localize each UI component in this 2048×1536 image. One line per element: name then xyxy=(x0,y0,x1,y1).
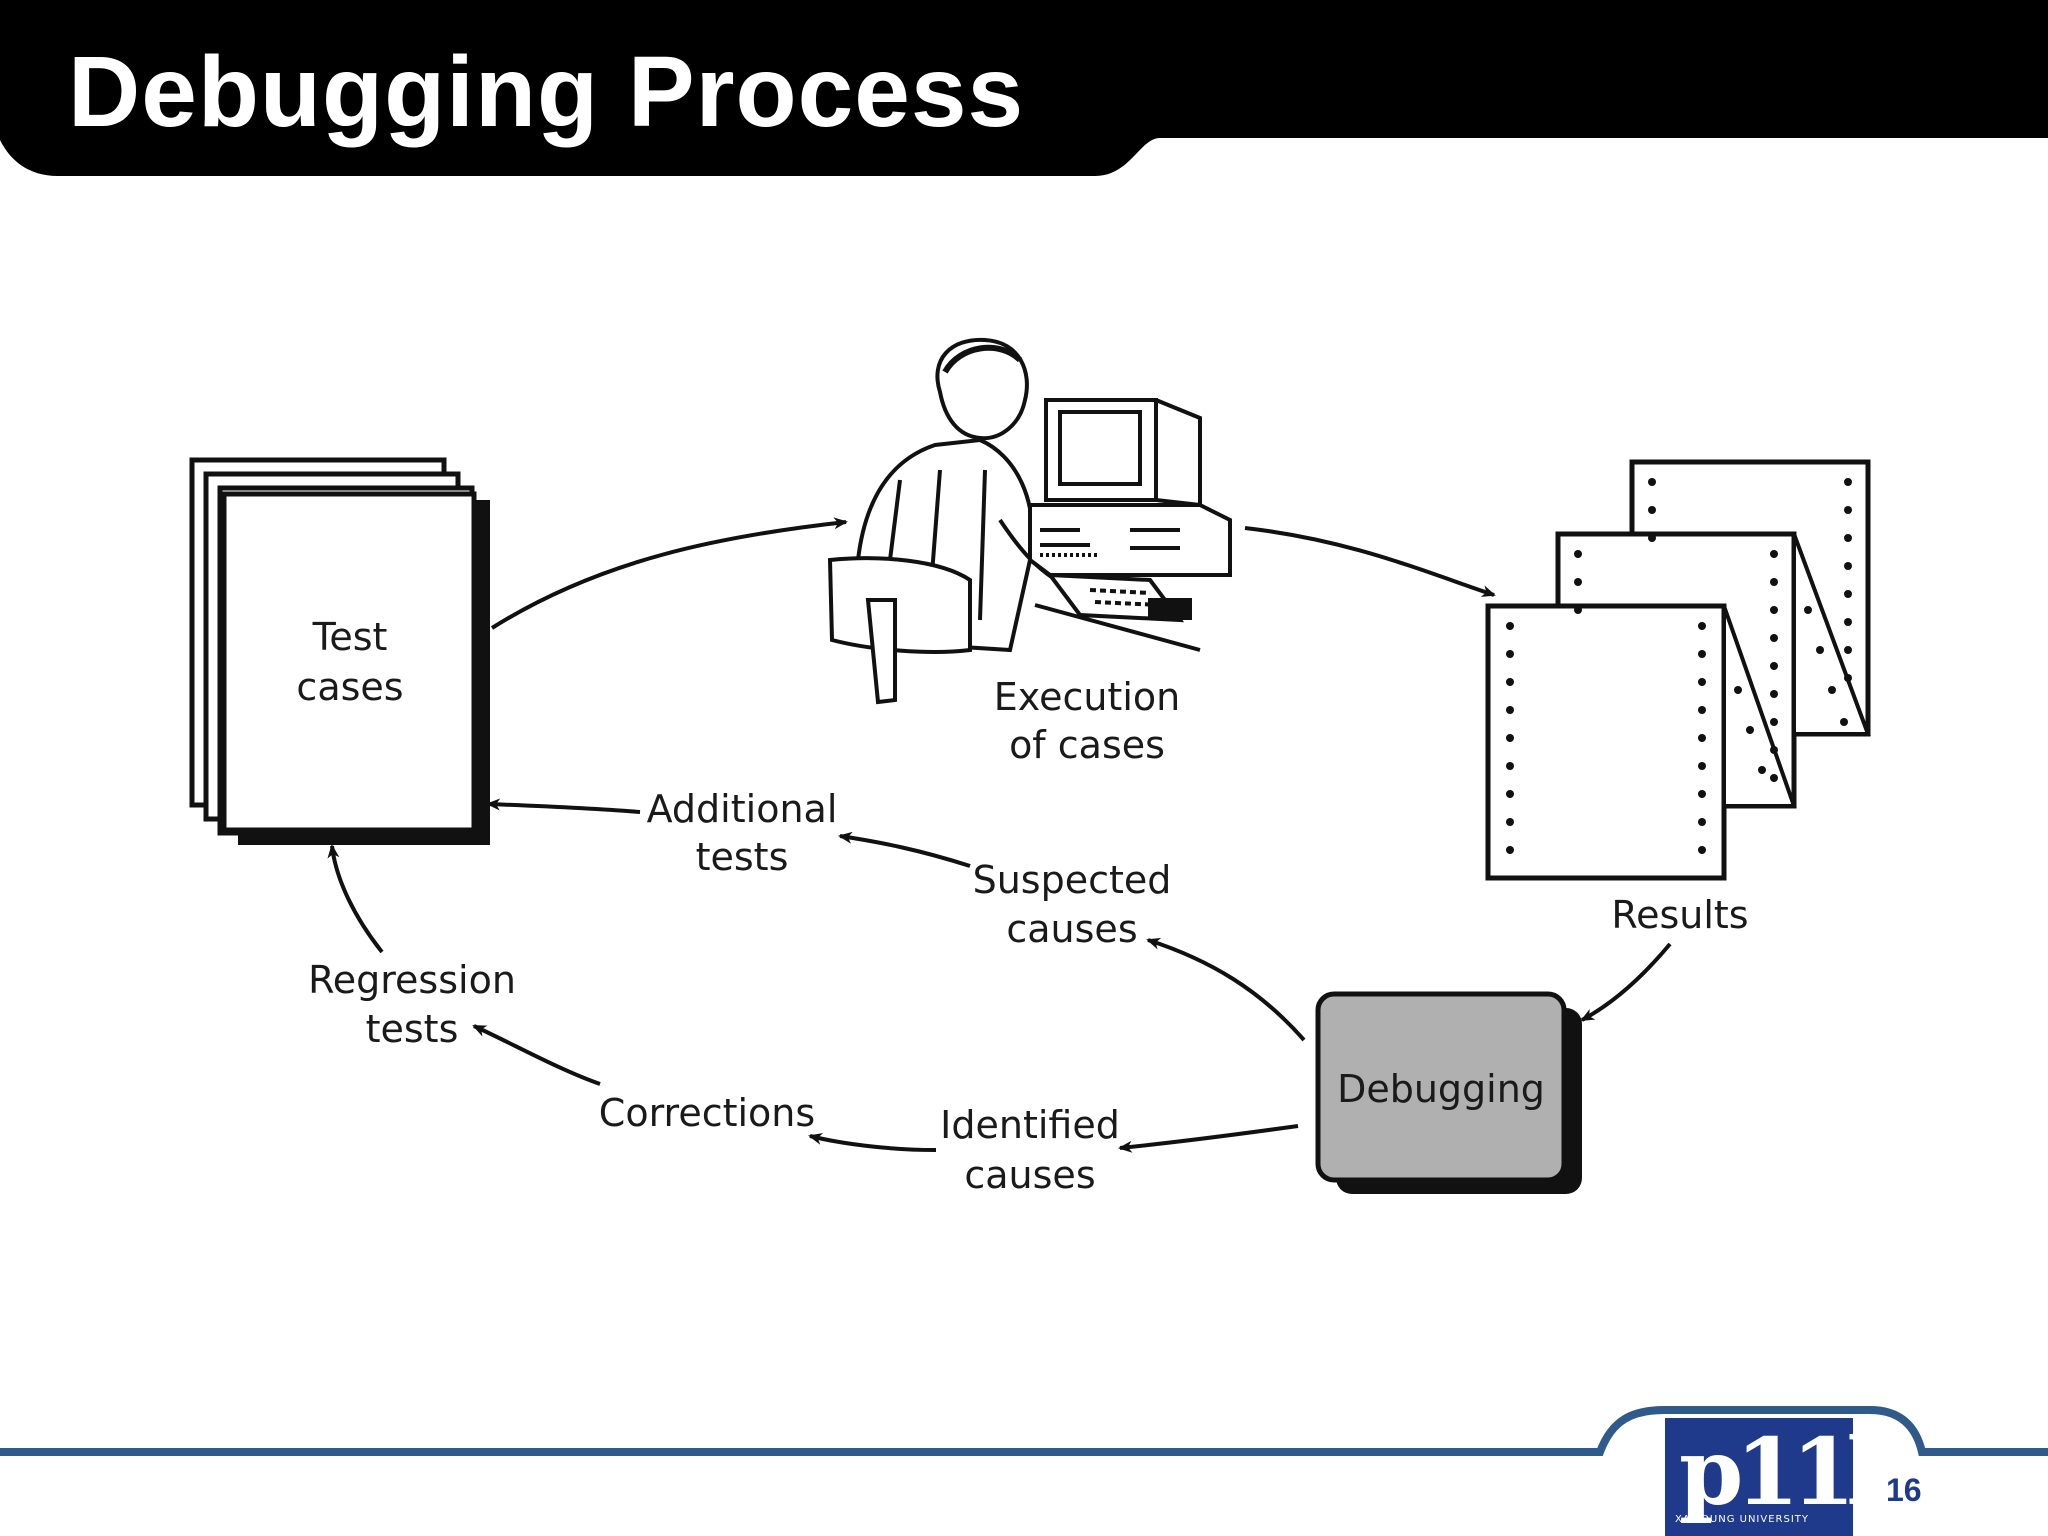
slide-title: Debugging Process xyxy=(68,36,1025,148)
identified-causes-label-line2: causes xyxy=(964,1153,1095,1197)
page-number: 16 xyxy=(1886,1472,1922,1508)
arrow-additional-to-test-cases xyxy=(486,798,641,814)
logo-emblem-icon: p11b xyxy=(1679,1418,1853,1526)
title-banner xyxy=(0,0,2048,176)
arrow-suspected-to-additional xyxy=(838,831,971,868)
execution-label-line2: of cases xyxy=(1009,723,1165,767)
additional-tests-label-line2: tests xyxy=(696,835,789,879)
results-label: Results xyxy=(1611,893,1748,937)
regression-tests-label-line2: tests xyxy=(366,1007,459,1051)
test-cases-stack: Test cases xyxy=(189,457,490,845)
arrow-results-to-debugging xyxy=(1580,942,1672,1022)
arrow-regression-to-test-cases xyxy=(327,844,384,954)
arrow-corrections-to-regression xyxy=(472,1024,601,1086)
corrections-label: Corrections xyxy=(599,1091,815,1135)
identified-causes-label-line1: Identified xyxy=(940,1103,1120,1147)
regression-tests-label-line1: Regression xyxy=(308,958,516,1002)
suspected-causes-label-line2: causes xyxy=(1006,907,1137,951)
test-cases-label-line1: Test xyxy=(312,615,388,659)
debugging-box: Debugging xyxy=(1315,991,1582,1194)
arrow-test-cases-to-execution xyxy=(490,517,848,630)
additional-tests-label-line1: Additional xyxy=(647,787,838,831)
test-cases-label-line2: cases xyxy=(296,665,403,709)
logo-caption: XAY DUNG UNIVERSITY xyxy=(1675,1514,1809,1525)
flow-arrows xyxy=(327,517,1672,1153)
execution-label-line1: Execution xyxy=(994,675,1180,719)
arrow-debugging-to-identified xyxy=(1118,1124,1299,1153)
results-printouts xyxy=(1485,459,1871,881)
university-logo: p11b XAY DUNG UNIVERSITY xyxy=(1665,1418,1853,1536)
person-at-computer-illustration xyxy=(827,337,1232,705)
arrow-execution-to-results xyxy=(1244,526,1496,597)
suspected-causes-label-line1: Suspected xyxy=(973,858,1172,902)
debugging-label: Debugging xyxy=(1337,1067,1545,1111)
arrow-debugging-to-suspected xyxy=(1146,937,1306,1042)
arrow-identified-to-corrections xyxy=(808,1133,937,1152)
